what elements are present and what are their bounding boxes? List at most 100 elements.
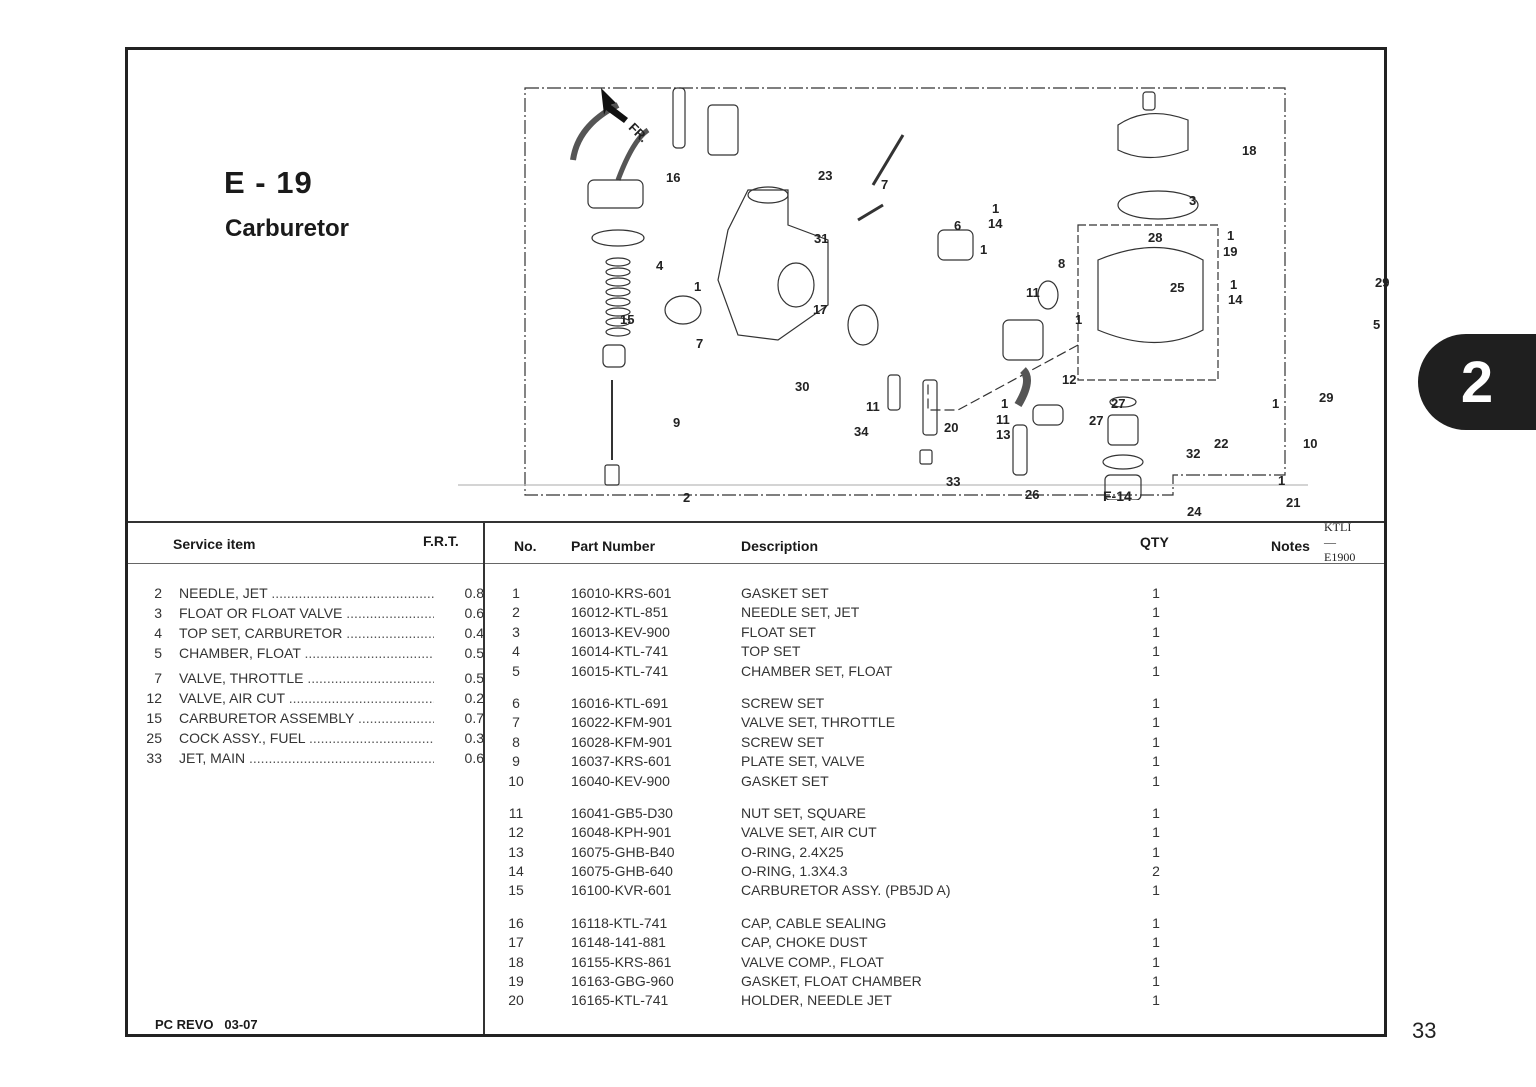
float-valve [1142,91,1156,111]
footer-model: PC REVO [155,1017,214,1032]
callout: 1 [694,279,702,294]
callout: 1 [1227,228,1235,243]
callout: 5 [1373,317,1381,332]
plate-valve-holder [1032,404,1064,426]
part-number-header: Part Number [571,538,656,554]
callout: 19 [1223,244,1238,259]
callout: 31 [814,231,829,246]
callout: 23 [818,168,833,183]
float-chamber [1097,247,1204,343]
description-header: Description [741,538,819,554]
throttle-spring [605,257,631,337]
table-divider [483,523,485,1034]
callout: 9 [673,415,681,430]
section-title: Carburetor [225,215,350,242]
air-cut-valve [937,229,974,261]
callout: 7 [881,177,889,192]
callout: 26 [1025,487,1040,502]
callout: 2 [683,490,691,505]
diagram-linework [458,87,1308,500]
page-number: 33 [1412,1018,1437,1043]
callout: 11 [1026,285,1040,300]
callout: 20 [944,420,959,435]
callout: 29 [1375,275,1390,290]
callout: 12 [1062,372,1077,387]
callout: 13 [996,427,1011,442]
callout: 1 [1001,396,1009,411]
needle-jet-holder [922,379,938,436]
callout: 27 [1111,396,1126,411]
callout: 1 [1272,396,1280,411]
valve-plate [602,344,626,368]
section-code: E - 19 [224,165,313,200]
cross-ref-label: F-14 [1103,488,1132,504]
callout: 1 [1278,473,1286,488]
service-item-header: Service item [173,536,256,552]
callout: 10 [1303,436,1318,451]
callout: 1 [992,201,1000,216]
drain-tube [1012,424,1028,476]
assembly-boundary [524,87,1286,496]
callout: 18 [1242,143,1257,158]
callout: 14 [1228,292,1243,307]
callout: 17 [813,302,828,317]
filter-cup [1104,474,1142,500]
callout: 22 [1214,436,1229,451]
callout: 16 [666,170,681,185]
callout: 21 [1286,495,1301,510]
callout: 11 [996,412,1010,427]
callout: 30 [795,379,810,394]
no-header: No. [514,538,537,554]
callout: 6 [954,218,962,233]
o-ring-large [847,304,879,346]
fuel-cock [1002,319,1044,361]
footer-model-date: PC REVO 03-07 [155,1017,258,1032]
callout: 1 [1230,277,1238,292]
exploded-diagram: FR. KTLI—E1900 F-14 16 23 7 6 1 14 1 8 4… [458,80,1389,564]
float-gasket [1117,190,1199,220]
fuel-filter [1107,414,1139,446]
callout: 15 [620,312,635,327]
callout: 27 [1089,413,1104,428]
float [1117,112,1189,159]
table-header-rule [128,563,1384,564]
top-cap [587,179,644,209]
callout: 32 [1186,446,1201,461]
callout: 8 [1058,256,1066,271]
main-jet-holder [887,374,901,411]
qty-header: QTY [1140,534,1169,550]
callout: 24 [1187,504,1202,519]
callout: 34 [854,424,869,439]
callout: 3 [1189,193,1197,208]
fuel-tube [1014,367,1031,408]
gasket-ring [591,229,645,247]
callout: 11 [866,399,880,414]
callout: 33 [946,474,961,489]
carburetor-body [717,189,829,341]
